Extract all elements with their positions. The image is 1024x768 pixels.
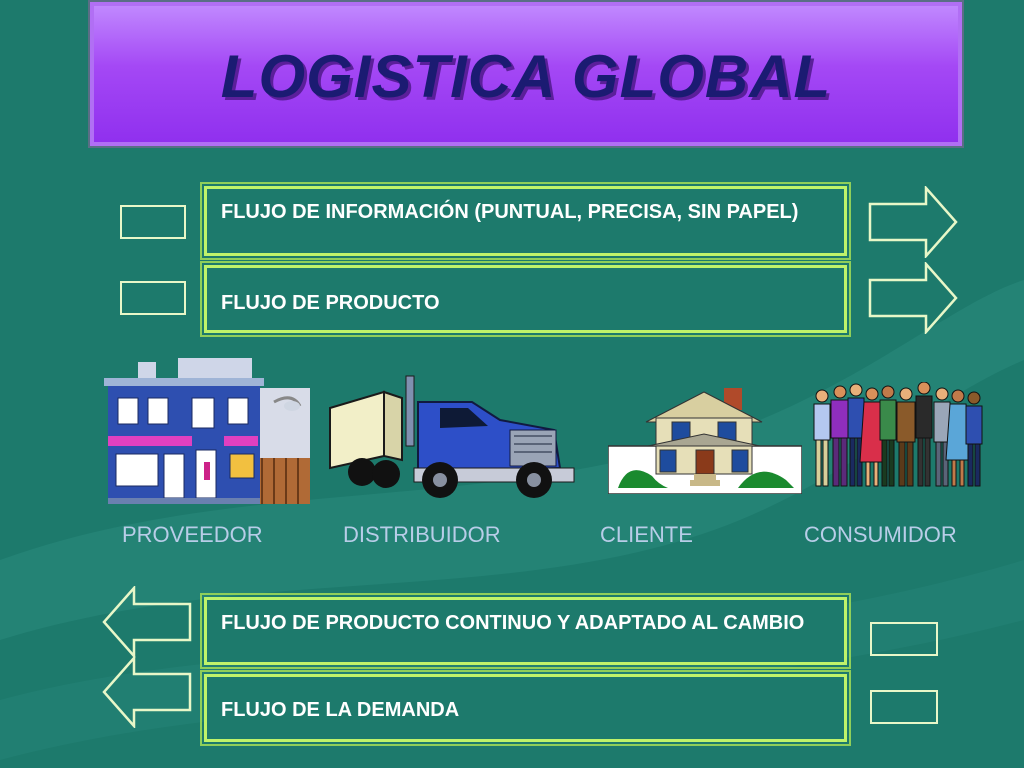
truck-icon [329, 375, 575, 498]
title-banner: LOGISTICA GLOBAL [88, 0, 964, 148]
left-arrow-icon [102, 656, 192, 728]
flow-product-left-box [120, 281, 186, 315]
flow-info-left-box [120, 205, 186, 239]
house-icon [608, 388, 802, 494]
actor-label-cliente: CLIENTE [600, 522, 693, 547]
flow-info-box: FLUJO DE INFORMACIÓN (PUNTUAL, PRECISA, … [200, 182, 851, 260]
actor-label-consumidor: CONSUMIDOR [804, 522, 957, 547]
flow-demand-text: FLUJO DE LA DEMANDA [221, 699, 460, 721]
page-title: LOGISTICA GLOBAL [220, 43, 832, 110]
actor-label-distribuidor: DISTRIBUIDOR [343, 522, 501, 547]
flow-product-box: FLUJO DE PRODUCTO [200, 261, 851, 337]
flow-demand-right-box [870, 690, 938, 724]
people-group-icon [813, 382, 983, 487]
flow-demand-box: FLUJO DE LA DEMANDA [200, 670, 851, 746]
flow-continuous-product-box: FLUJO DE PRODUCTO CONTINUO Y ADAPTADO AL… [200, 593, 851, 669]
flow-info-text: FLUJO DE INFORMACIÓN (PUNTUAL, PRECISA, … [221, 201, 799, 223]
flow-continuous-product-text: FLUJO DE PRODUCTO CONTINUO Y ADAPTADO AL… [221, 612, 805, 634]
flow-product-text: FLUJO DE PRODUCTO [221, 292, 440, 314]
right-arrow-icon [868, 186, 958, 258]
store-building-icon [104, 358, 310, 504]
flow-continuous-right-box [870, 622, 938, 656]
actor-label-proveedor: PROVEEDOR [122, 522, 263, 547]
left-arrow-icon [102, 586, 192, 658]
right-arrow-icon [868, 262, 958, 334]
